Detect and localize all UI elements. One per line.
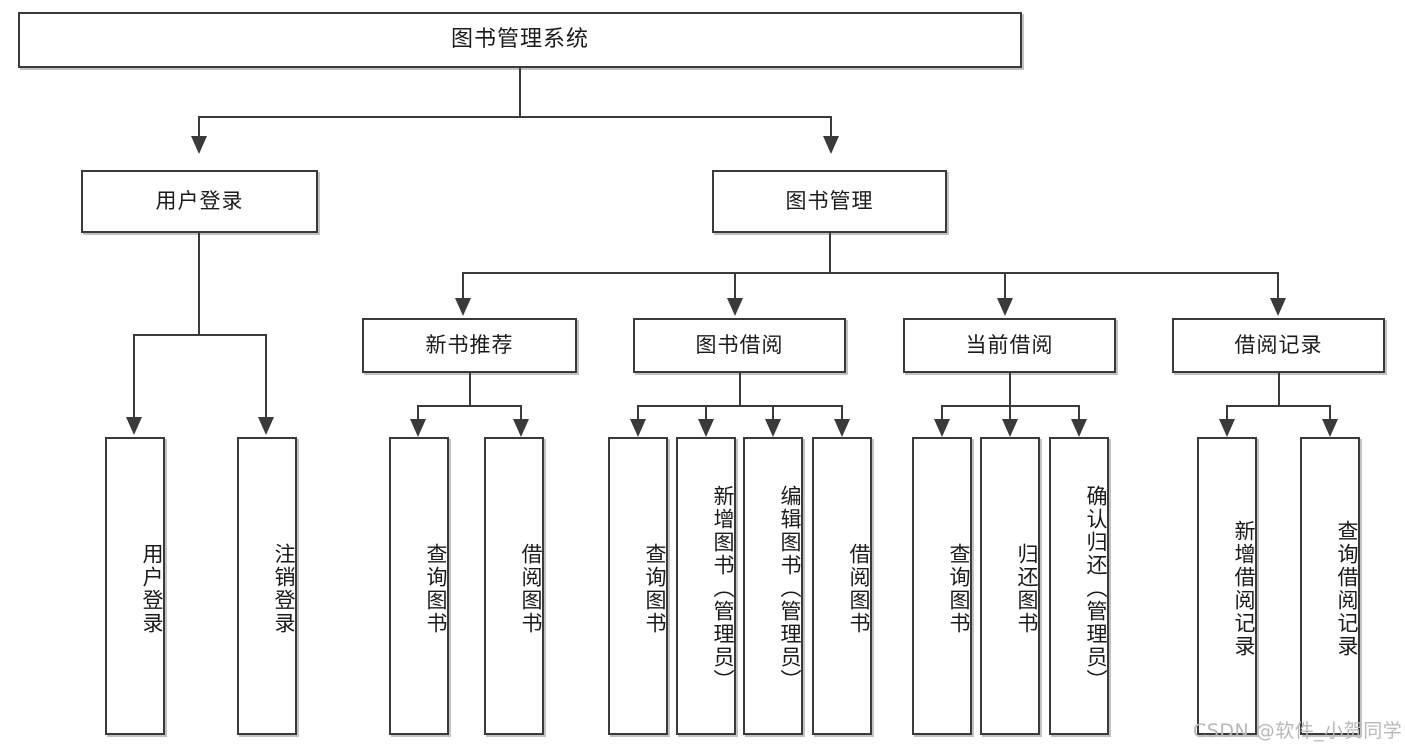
arrow-to-leaf-query-book-1 — [410, 419, 426, 437]
connector-book-manage-stem — [829, 233, 831, 273]
arrow-to-book-manage — [823, 136, 839, 154]
leaf-query-book-3[interactable]: 查询图书 — [912, 437, 972, 735]
arrow-to-leaf-logout — [258, 417, 274, 435]
arrow-to-leaf-query-record — [1322, 419, 1338, 437]
arrow-to-leaf-add-book — [698, 419, 714, 437]
leaf-label: 新增图书（管理员） — [711, 484, 735, 692]
node-borrow-record[interactable]: 借阅记录 — [1172, 318, 1385, 373]
leaf-borrow-book-1[interactable]: 借阅图书 — [484, 437, 544, 735]
arrow-to-leaf-edit-book — [765, 419, 781, 437]
arrow-to-book-borrow — [727, 298, 743, 316]
leaf-label: 查询图书 — [643, 543, 667, 635]
leaf-add-book-admin[interactable]: 新增图书（管理员） — [676, 437, 736, 735]
connector-borrow-record-leg-1 — [1226, 405, 1228, 421]
connector-book-borrow-leg-1 — [637, 405, 639, 421]
connector-user-login-stem — [198, 233, 200, 335]
connector-root-bar — [198, 116, 832, 118]
leaf-label: 借阅图书 — [519, 543, 543, 635]
leaf-borrow-book-2[interactable]: 借阅图书 — [812, 437, 872, 735]
connector-new-book-rec-stem — [469, 373, 471, 406]
leaf-label: 确认归还（管理员） — [1084, 484, 1108, 692]
arrow-to-new-book-rec — [455, 298, 471, 316]
connector-new-book-rec-leg-2 — [520, 405, 522, 421]
leaf-label: 编辑图书（管理员） — [778, 484, 802, 692]
connector-book-borrow-stem — [739, 373, 741, 406]
node-new-book-recommendation[interactable]: 新书推荐 — [362, 318, 577, 373]
connector-current-borrow-stem — [1009, 373, 1011, 406]
arrow-to-leaf-return-book — [1002, 419, 1018, 437]
connector-root-leg-left — [198, 116, 200, 138]
connector-book-manage-leg-3 — [1004, 272, 1006, 300]
connector-borrow-record-stem — [1278, 373, 1280, 406]
leaf-label: 注销登录 — [272, 543, 296, 635]
connector-book-borrow-leg-4 — [841, 405, 843, 421]
connector-borrow-record-leg-2 — [1329, 405, 1331, 421]
leaf-query-book-1[interactable]: 查询图书 — [389, 437, 449, 735]
node-book-manage[interactable]: 图书管理 — [712, 170, 947, 233]
connector-current-borrow-leg-3 — [1078, 405, 1080, 421]
leaf-label: 查询图书 — [424, 543, 448, 635]
connector-book-manage-leg-1 — [462, 272, 464, 300]
connector-new-book-rec-bar — [417, 405, 522, 407]
connector-current-borrow-leg-1 — [941, 405, 943, 421]
connector-book-manage-bar — [462, 272, 1279, 274]
connector-book-borrow-leg-2 — [705, 405, 707, 421]
leaf-query-book-2[interactable]: 查询图书 — [608, 437, 668, 735]
connector-new-book-rec-leg-1 — [417, 405, 419, 421]
leaf-label: 查询图书 — [947, 543, 971, 635]
connector-book-manage-leg-2 — [734, 272, 736, 300]
connector-borrow-record-bar — [1226, 405, 1331, 407]
arrow-to-borrow-record — [1270, 298, 1286, 316]
arrow-to-leaf-query-book-2 — [630, 419, 646, 437]
connector-book-borrow-leg-3 — [772, 405, 774, 421]
arrow-to-user-login — [191, 136, 207, 154]
arrow-to-leaf-borrow-book-2 — [834, 419, 850, 437]
connector-user-login-bar — [133, 334, 267, 336]
arrow-to-leaf-confirm-return — [1071, 419, 1087, 437]
leaf-confirm-return-admin[interactable]: 确认归还（管理员） — [1049, 437, 1109, 735]
arrow-to-leaf-user-login — [126, 417, 142, 435]
arrow-to-leaf-query-book-3 — [934, 419, 950, 437]
leaf-edit-book-admin[interactable]: 编辑图书（管理员） — [743, 437, 803, 735]
leaf-label: 查询借阅记录 — [1335, 520, 1359, 658]
leaf-logout[interactable]: 注销登录 — [237, 437, 297, 735]
arrow-to-leaf-add-record — [1219, 419, 1235, 437]
leaf-label: 新增借阅记录 — [1232, 520, 1256, 658]
leaf-return-book[interactable]: 归还图书 — [980, 437, 1040, 735]
node-current-borrow[interactable]: 当前借阅 — [903, 318, 1116, 373]
node-user-login[interactable]: 用户登录 — [81, 170, 318, 233]
leaf-query-borrow-record[interactable]: 查询借阅记录 — [1300, 437, 1360, 735]
connector-root-leg-right — [830, 116, 832, 138]
connector-user-login-leg-2 — [265, 334, 267, 419]
leaf-label: 借阅图书 — [847, 543, 871, 635]
connector-book-manage-leg-4 — [1277, 272, 1279, 300]
leaf-add-borrow-record[interactable]: 新增借阅记录 — [1197, 437, 1257, 735]
connector-current-borrow-leg-2 — [1009, 405, 1011, 421]
leaf-label: 归还图书 — [1015, 543, 1039, 635]
arrow-to-current-borrow — [997, 298, 1013, 316]
node-root-system[interactable]: 图书管理系统 — [18, 12, 1022, 68]
connector-book-borrow-bar — [637, 405, 843, 407]
node-book-borrow[interactable]: 图书借阅 — [633, 318, 846, 373]
leaf-label: 用户登录 — [140, 543, 164, 635]
leaf-user-login[interactable]: 用户登录 — [105, 437, 165, 735]
connector-root-stem — [519, 68, 521, 117]
connector-user-login-leg-1 — [133, 334, 135, 419]
arrow-to-leaf-borrow-book-1 — [513, 419, 529, 437]
